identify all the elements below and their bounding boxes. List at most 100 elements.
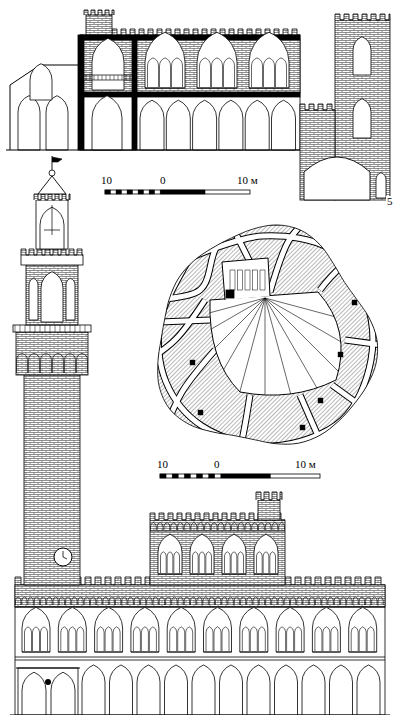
window-lancet	[252, 58, 263, 87]
marked-building	[338, 352, 343, 357]
machicolation-arch	[134, 597, 139, 605]
window-lancet	[212, 58, 223, 87]
machicolation-arch	[222, 597, 227, 605]
palace-elevation	[10, 156, 390, 715]
machicolation-arch	[203, 597, 208, 605]
window-lancet	[258, 627, 265, 651]
marked-building	[352, 300, 357, 305]
ground-line	[10, 714, 390, 715]
scale-bar	[160, 474, 320, 478]
street	[160, 320, 210, 322]
pointed-arch	[272, 100, 296, 150]
pointed-arch	[30, 64, 52, 100]
machicolation-arch	[178, 523, 184, 530]
window-lancet	[25, 627, 32, 651]
machicolation-arch	[378, 597, 383, 605]
machicolation-arch	[205, 523, 211, 530]
pointed-arch	[166, 100, 190, 150]
window-sill	[349, 652, 377, 653]
window-lancet	[323, 627, 330, 651]
window-sill	[276, 652, 304, 653]
baluster	[102, 75, 103, 80]
window-lancet	[367, 627, 374, 651]
window-lancet	[351, 627, 358, 651]
window-lancet	[359, 627, 366, 651]
machicolation-arch	[141, 597, 146, 605]
machicolation-arch	[122, 597, 127, 605]
scale-bar-middle	[160, 474, 320, 478]
machicolation-arch	[29, 353, 40, 373]
paving-line	[130, 298, 265, 334]
city-plan	[130, 222, 400, 460]
pointed-arch	[22, 607, 50, 652]
window-lancet	[167, 552, 173, 573]
gallery-rail	[45, 325, 46, 332]
window-lancet	[206, 627, 213, 651]
spire	[38, 176, 66, 194]
machicolation-arch	[334, 597, 339, 605]
window-lancet	[222, 627, 229, 651]
pointed-arch	[190, 534, 214, 574]
pointed-arch	[92, 96, 122, 150]
machicolation-arch	[211, 523, 217, 530]
machicolation-arch	[22, 597, 27, 605]
belfry-cornice	[21, 255, 83, 265]
machicolation-arch	[191, 597, 196, 605]
scale-cell	[149, 190, 155, 194]
marked-building	[190, 360, 195, 365]
machicolation-arch	[253, 597, 258, 605]
pointed-arch	[247, 665, 270, 715]
facade-top-band	[15, 585, 385, 607]
marked-building	[198, 410, 203, 415]
string-course	[15, 607, 385, 608]
machicolation-arch	[341, 597, 346, 605]
machicolation-arch	[157, 523, 163, 530]
street-edge	[145, 300, 205, 362]
courtyard-bay	[230, 270, 235, 290]
window-lancet	[225, 552, 231, 573]
pointed-arch	[197, 32, 237, 88]
window-lancet	[160, 58, 171, 87]
street-edge	[160, 320, 210, 322]
pointed-arch	[276, 607, 304, 652]
paving-line	[265, 298, 386, 368]
gallery-rail	[15, 325, 16, 332]
gallery-rail	[50, 325, 51, 332]
marked-building	[318, 398, 323, 403]
chapel-cornice	[16, 667, 80, 668]
machicolation-arch	[372, 597, 377, 605]
window-sill	[222, 574, 246, 575]
window-sill	[249, 88, 289, 89]
scale-cell	[196, 474, 202, 478]
scale-cell	[172, 474, 178, 478]
machicolation-arch	[238, 523, 244, 530]
scale-cell	[160, 190, 205, 194]
courtyard-bay	[260, 270, 265, 290]
machicolation-arch	[252, 523, 258, 530]
gallery-rail	[20, 325, 21, 332]
machicolation-arch	[259, 597, 264, 605]
pointed-arch	[219, 100, 243, 150]
balcony-rail	[84, 75, 132, 80]
window-lancet	[263, 552, 269, 573]
machicolation-arch	[16, 597, 21, 605]
street	[320, 262, 380, 290]
cut-floor	[80, 92, 300, 97]
crenellation	[300, 104, 335, 110]
machicolation-arch	[366, 597, 371, 605]
pointed-arch	[249, 32, 289, 88]
baluster	[106, 75, 107, 80]
street	[145, 300, 205, 362]
machicolation-arch	[109, 597, 114, 605]
machicolation-arch	[353, 597, 358, 605]
window-lancet	[200, 58, 211, 87]
window-lancet	[231, 552, 237, 573]
window-lancet	[193, 552, 199, 573]
machicolation-arch	[328, 597, 333, 605]
pointed-arch	[29, 278, 38, 320]
pointed-arch	[204, 607, 232, 652]
street-edge	[345, 340, 390, 346]
machicolation-arch	[65, 353, 76, 373]
gallery-rail	[40, 325, 41, 332]
pointed-arch	[110, 665, 133, 715]
